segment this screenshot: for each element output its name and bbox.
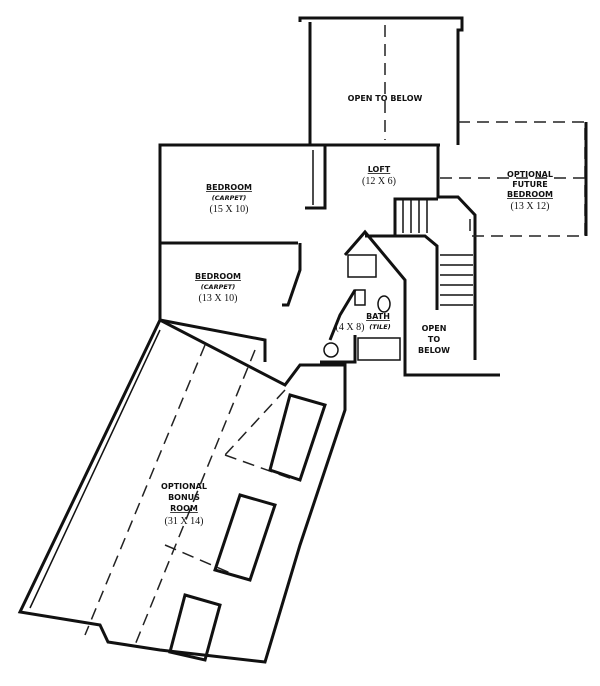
bedroom-2-size: (13 X 10) [199, 293, 238, 304]
wall-bedroom-outer [158, 143, 310, 320]
future-bedroom-outline [458, 121, 586, 237]
bedroom-1-label: BEDROOM [206, 183, 252, 192]
wall-closet-1 [305, 145, 327, 210]
wall-open-to-below [298, 16, 464, 145]
wall-bath-left [328, 289, 357, 341]
future-bedroom-line2: FUTURE [512, 180, 548, 189]
room-labels: OPEN TO BELOW LOFT (12 X 6) BEDROOM (CAR… [161, 94, 553, 527]
future-bedroom-line3: BEDROOM [507, 190, 553, 199]
wall-bedroom-2-bottom [159, 318, 267, 362]
wall-closet-2 [282, 243, 302, 307]
bonus-room-line2: BONUS [168, 493, 200, 502]
wall-bath [343, 229, 500, 377]
future-bedroom-line1: OPTIONAL [507, 170, 553, 179]
vanity [347, 254, 377, 278]
open-to-below-2-line1: OPEN [422, 324, 447, 333]
open-to-below-2-line2: TO [428, 335, 440, 344]
bathtub [357, 337, 401, 361]
walls [17, 16, 588, 664]
bedroom-1-size: (15 X 10) [210, 204, 249, 215]
bonus-room-line3: ROOM [170, 504, 198, 513]
stairs [365, 197, 473, 310]
bedroom-1-floor: (CARPET) [212, 194, 246, 202]
open-to-below-label: OPEN TO BELOW [348, 94, 423, 103]
bath-floor: (TILE) [369, 323, 390, 331]
wall-open-inner [308, 22, 440, 147]
bath-label: BATH [366, 312, 390, 321]
bath-size: (4 X 8) [336, 322, 365, 333]
bonus-room-size: (31 X 14) [165, 516, 204, 527]
loft-label: LOFT [368, 165, 391, 174]
future-bedroom-size: (13 X 12) [511, 201, 550, 212]
loft-size: (12 X 6) [362, 176, 396, 187]
bedroom-2-floor: (CARPET) [201, 283, 235, 291]
water-heater [323, 342, 339, 358]
bonus-room-outline [17, 317, 347, 664]
open-to-below-2-line3: BELOW [418, 346, 450, 355]
bonus-room-line1: OPTIONAL [161, 482, 207, 491]
knee-wall [29, 329, 161, 609]
sink [354, 289, 366, 306]
bedroom-2-label: BEDROOM [195, 272, 241, 281]
toilet [377, 295, 391, 313]
dormers [168, 393, 327, 662]
wall-closet-bath [320, 335, 357, 364]
wall-loft-right [436, 145, 477, 360]
